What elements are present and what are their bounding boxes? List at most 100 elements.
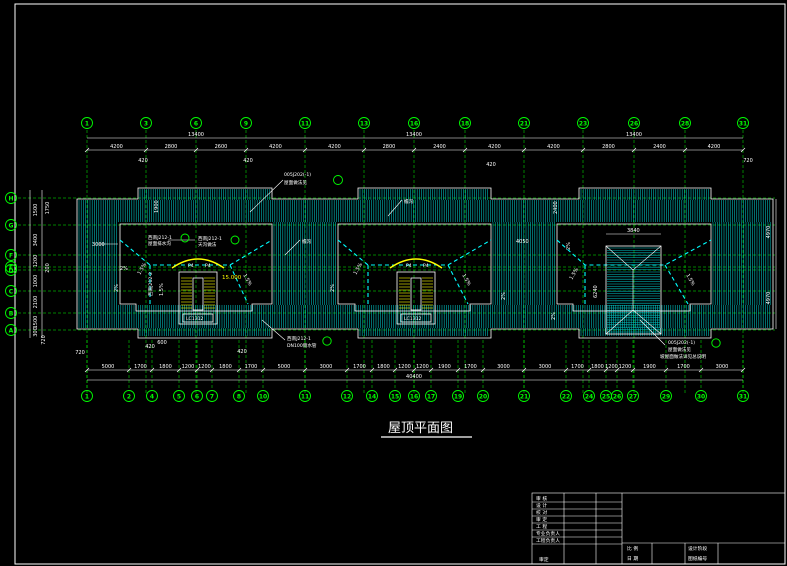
slope-label: 1.5% xyxy=(137,262,149,276)
bottom-extra-dim: 420 xyxy=(237,349,247,355)
dim-tick xyxy=(521,147,527,153)
dim-tick xyxy=(143,147,149,153)
inner-dim-5: 1900 xyxy=(154,200,160,213)
top-axis-bubble xyxy=(408,117,420,129)
bottom-overall-dim: 40400 xyxy=(406,374,422,380)
note-8-line-1: 005J202(-1) xyxy=(668,340,695,346)
tb-row-label: 专业负责人 xyxy=(536,530,560,537)
dim-tick xyxy=(302,147,308,153)
left-dim: 300 xyxy=(33,327,39,337)
slope-label: 2% xyxy=(566,242,572,250)
annotations: 005J202(-1) 屋面做法见 西南J212-1 屋面排水沟 西南J212-… xyxy=(147,172,721,360)
top-segment-dim: 4200 xyxy=(488,144,501,150)
drawing-title: 屋顶平面图 xyxy=(388,421,453,436)
top-axis-label: 1 xyxy=(85,121,89,128)
ridge-lines xyxy=(119,239,712,305)
dim-tick xyxy=(243,147,249,153)
bottom-axis-label: 17 xyxy=(427,394,435,401)
left-dim: 1750 xyxy=(45,202,51,215)
dim-tick xyxy=(614,367,620,373)
top-axis-bubble xyxy=(737,117,749,129)
bottom-segment-dim: 1800 xyxy=(159,364,172,370)
bottom-extra-dim: 720 xyxy=(75,350,85,356)
top-axis-label: 28 xyxy=(681,121,689,128)
bottom-segment-dim: 1700 xyxy=(677,364,690,370)
bottom-axis-bubble xyxy=(425,390,437,402)
dim-tick xyxy=(126,367,132,373)
top-axis-label: 9 xyxy=(244,121,248,128)
top-axis-label: 13 xyxy=(360,121,368,128)
bottom-axis-label: 25 xyxy=(602,394,610,401)
slope-label: 2% xyxy=(501,292,507,300)
elevation-mark: 15.000 xyxy=(222,275,242,281)
bottom-segment-dim: 5000 xyxy=(102,364,115,370)
inner-dim-3: 4050 xyxy=(516,239,529,245)
p4-label-2: P4 xyxy=(205,263,211,269)
left-axis-label: B xyxy=(9,311,14,318)
bottom-axis-label: 12 xyxy=(343,394,351,401)
top-overall-dim: 13400 xyxy=(626,132,642,138)
left-axis-bubble xyxy=(5,324,17,336)
bottom-segment-dim: 3000 xyxy=(716,364,729,370)
bottom-segment-dim: 1900 xyxy=(438,364,451,370)
left-axis-bubble xyxy=(5,264,17,276)
top-axis-bubble xyxy=(628,117,640,129)
dim-tick xyxy=(302,367,308,373)
note-8-line-3: 坡屋面做法详见总说明 xyxy=(660,353,706,360)
bottom-axis-bubble xyxy=(299,390,311,402)
bottom-axis-bubble xyxy=(191,390,203,402)
bottom-axis-label: 8 xyxy=(237,394,241,401)
slope-label: 1.5% xyxy=(159,283,165,296)
note-7-line-2: DN100雨水管 xyxy=(287,342,317,349)
sheet-frame xyxy=(14,3,786,565)
tb-number-label: 图纸编号 xyxy=(688,555,707,562)
bottom-axis-bubble xyxy=(173,390,185,402)
dim-tick xyxy=(428,367,434,373)
bottom-extra-dim: 420 xyxy=(145,344,155,350)
top-axis-label: 31 xyxy=(739,121,747,128)
left-axis-bubble xyxy=(5,307,17,319)
left-axis-label: H xyxy=(8,196,13,203)
bottom-axis-label: 20 xyxy=(479,394,487,401)
bottom-segment-dim: 1200 xyxy=(619,364,632,370)
top-axis-label: 3 xyxy=(144,121,148,128)
left-axis-bubble xyxy=(5,261,17,273)
dim-tick xyxy=(209,367,215,373)
p4-label-4: P4 xyxy=(423,263,429,269)
dim-tick xyxy=(193,147,199,153)
bottom-axis-label: 30 xyxy=(697,394,705,401)
top-extra-dim: 420 xyxy=(243,158,253,164)
bottom-axis-bubble xyxy=(477,390,489,402)
bottom-axis-bubble xyxy=(206,390,218,402)
left-dim: 2100 xyxy=(33,296,39,309)
dim-tick xyxy=(698,367,704,373)
top-axis-label: 16 xyxy=(410,121,418,128)
bottom-axis-label: 10 xyxy=(259,394,267,401)
bottom-axis-bubble xyxy=(81,390,93,402)
slope-labels: 1.5%1.5%1.5%1.5%1.5%1.5%1.5%2%2%2%2%2%2% xyxy=(114,242,696,320)
right-dim: 4970 xyxy=(766,292,772,305)
bottom-axis-bubble xyxy=(583,390,595,402)
top-extra-dim: 420 xyxy=(138,158,148,164)
bottom-axis-label: 14 xyxy=(368,394,376,401)
slope-label: 2% xyxy=(114,284,120,292)
left-axis-bubble xyxy=(5,192,17,204)
left-dim: 200 xyxy=(45,263,51,273)
top-segment-dim: 4200 xyxy=(110,144,123,150)
dim-tick xyxy=(563,367,569,373)
left-axis-bubble xyxy=(5,219,17,231)
top-axis-bubble xyxy=(679,117,691,129)
left-axis-label: A xyxy=(9,328,14,335)
left-dim: 1200 xyxy=(33,255,39,268)
slope-label: 2% xyxy=(120,266,128,272)
bottom-segment-dim: 1200 xyxy=(182,364,195,370)
stair-label-2: LC1312 xyxy=(404,316,422,322)
bottom-segment-dim: 1700 xyxy=(464,364,477,370)
dim-tick xyxy=(740,367,746,373)
top-extra-dim: 420 xyxy=(486,162,496,168)
dim-tick xyxy=(455,367,461,373)
note-4: 檐沟 xyxy=(302,238,312,245)
bottom-axis-label: 15 xyxy=(391,394,399,401)
bottom-axis-bubble xyxy=(737,390,749,402)
